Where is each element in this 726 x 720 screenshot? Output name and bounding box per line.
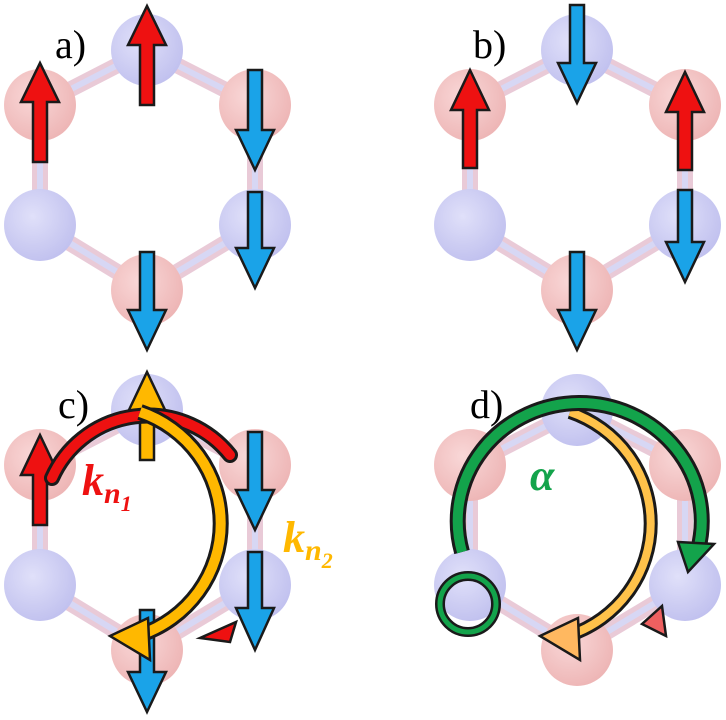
spin-up-arrow: [449, 67, 491, 170]
k-n2-arc: [568, 408, 655, 639]
panel-d: d) α: [434, 374, 721, 686]
k-n2-arc: [138, 407, 226, 640]
spin-up-arrow: [126, 3, 168, 107]
atom-blue: [4, 549, 76, 621]
k-n1-arc: [47, 410, 235, 483]
spin-down-arrow: [234, 430, 276, 533]
atom-blue: [4, 189, 76, 261]
spin-down-arrow: [556, 3, 598, 106]
spin-down-arrow: [234, 68, 276, 173]
k-n1-label: kn1: [82, 456, 132, 516]
atom-blue: [434, 189, 506, 261]
spin-down-arrow: [556, 250, 598, 353]
k-n2-label: kn2: [283, 513, 333, 573]
spin-down-arrow: [234, 550, 276, 654]
k-n1-arrowhead: [639, 603, 668, 639]
spin-down-arrow: [126, 250, 168, 353]
panel-c: c) kn1 kn2: [4, 369, 333, 715]
panel-label-b: b): [473, 22, 506, 67]
alpha-arc: [452, 398, 707, 554]
spin-up-arrow: [19, 432, 61, 527]
alpha-label: α: [530, 451, 555, 500]
panel-a: a): [4, 3, 291, 353]
panel-label-a: a): [55, 22, 86, 67]
k-n2-arrowhead: [107, 616, 152, 663]
atom-blue: [649, 549, 721, 621]
spin-down-arrow: [126, 608, 168, 715]
panel-label-d: d): [470, 382, 503, 427]
k-n1-arrowhead: [195, 619, 238, 644]
spin-up-arrow: [664, 69, 706, 172]
spin-down-arrow: [234, 190, 276, 291]
origin-ring: [437, 573, 499, 635]
alpha-arrowhead: [676, 540, 717, 575]
atom-blue: [434, 549, 506, 621]
spin-down-arrow: [664, 188, 706, 285]
k-n2-arrowhead: [537, 616, 582, 663]
panel-b: b): [434, 3, 721, 353]
spin-up-arrow: [19, 60, 61, 164]
panel-label-c: c): [58, 382, 89, 427]
